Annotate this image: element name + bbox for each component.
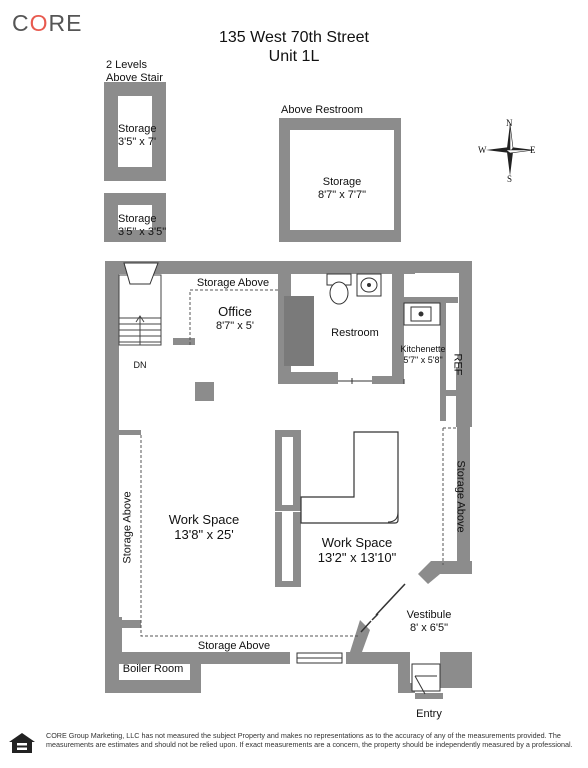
disclaimer-text: CORE Group Marketing, LLC has not measur… bbox=[46, 731, 573, 749]
address-title: 135 West 70th Street bbox=[218, 29, 369, 46]
stair-levels-note: 2 Levels Above Stair bbox=[106, 59, 163, 84]
storage-above-left: Storage Above bbox=[121, 491, 134, 564]
storage-above-bottom: Storage Above bbox=[197, 640, 271, 652]
ref-label: REF bbox=[451, 353, 464, 376]
compass-w: W bbox=[478, 145, 487, 155]
storage-c-label: Storage 8'7" x 7'7" bbox=[317, 176, 367, 201]
compass-rose-icon bbox=[486, 123, 535, 176]
work-space-1-label: Work Space 13'8" x 25' bbox=[168, 512, 240, 542]
office-label: Office 8'7" x 5' bbox=[215, 304, 255, 332]
unit-title: Unit 1L bbox=[268, 48, 320, 65]
compass-e: E bbox=[530, 145, 536, 155]
stair-dn-label: DN bbox=[133, 360, 147, 370]
entry-label: Entry bbox=[416, 708, 442, 720]
storage-above-top: Storage Above bbox=[196, 277, 270, 289]
storage-above-right: Storage Above bbox=[454, 460, 467, 533]
brand-logo: CORE bbox=[12, 10, 83, 36]
above-restroom-note: Above Restroom bbox=[281, 104, 363, 116]
restroom-label: Restroom bbox=[331, 327, 379, 339]
compass-n: N bbox=[506, 118, 513, 128]
kitchenette-label: Kitchenette 5'7" x 5'8" bbox=[400, 344, 446, 365]
storage-b-label: Storage 3'5" x 3'5" bbox=[118, 213, 167, 238]
vestibule-label: Vestibule 8' x 6'5" bbox=[406, 609, 452, 634]
boiler-room-label: Boiler Room bbox=[122, 663, 184, 675]
storage-a-label: Storage 3'5" x 7' bbox=[118, 123, 157, 148]
equal-housing-icon bbox=[9, 733, 35, 753]
compass-s: S bbox=[507, 174, 513, 184]
work-space-2-label: Work Space 13'2" x 13'10" bbox=[317, 535, 397, 565]
